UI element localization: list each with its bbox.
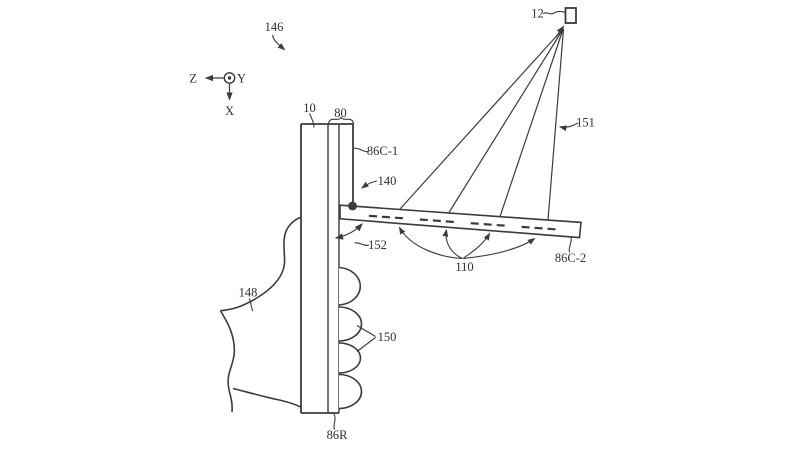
thumb-contour [220,216,302,312]
fingers-pointer-lines [356,325,376,352]
cover1-leader-line [353,147,370,153]
rolled-cover-leader-line [333,413,336,430]
wrist-contour [219,310,236,413]
light-ray-2 [448,29,564,213]
y-axis-center-dot [227,76,232,80]
light-ray-3 [499,29,564,217]
label-86R: 86R [327,428,349,442]
bend-point-dot [348,201,357,211]
cover2-bar [339,204,582,239]
label-12: 12 [531,7,544,21]
light-rays-group: 12 151 [399,7,595,221]
label-10: 10 [303,101,316,115]
finger-4 [338,373,363,410]
ray-bundle-arrow [555,25,565,38]
hand-outline: 148 [219,216,302,413]
emitter-leader-4 [463,237,536,260]
coordinate-axes: Z Y X [189,72,246,119]
hand-leader-line [248,298,254,312]
finger-2 [338,306,363,342]
label-80: 80 [334,106,347,120]
y-axis-out-of-plane-icon [223,72,236,84]
external-object-leader [542,10,566,15]
fingers-group: 150 [338,266,397,410]
light-ray-4 [547,28,565,221]
emitter-leader-1 [398,226,463,260]
external-object-box [564,7,577,24]
device-body: 10 80 86C-1 86R [300,101,398,442]
label-146: 146 [265,20,284,34]
label-140: 140 [378,174,397,188]
label-86C-1: 86C-1 [367,144,398,158]
housing-leader-line [308,113,315,128]
light-rays-arrow [558,122,579,132]
cover2-leader-line [568,235,572,253]
label-148: 148 [239,286,258,300]
palm-bottom-contour [232,387,302,409]
label-150: 150 [378,330,397,344]
y-axis-label: Y [237,72,246,86]
label-110: 110 [455,260,473,274]
finger-3 [338,342,362,374]
label-151: 151 [576,116,595,130]
emitter-leader-3 [462,232,491,259]
figure-ref-callout: 146 [265,20,286,51]
emitter-leader-2 [442,228,463,260]
rotation-double-arrow [334,223,363,240]
label-152: 152 [368,238,387,252]
extended-cover: 86C-2 140 152 [334,174,586,265]
light-emitters-callout: 110 [398,226,536,274]
x-axis-label: X [225,104,234,118]
light-ray-1 [399,29,563,210]
z-axis-label: Z [189,72,197,86]
display-layers-brace [327,116,355,125]
bend-point-arrow [361,180,378,189]
label-86C-2: 86C-2 [555,251,586,265]
rotation-leader-line [354,242,370,246]
finger-1 [338,266,362,306]
figure-ref-arrow [271,34,286,51]
emitter-dashed-line [368,214,566,232]
